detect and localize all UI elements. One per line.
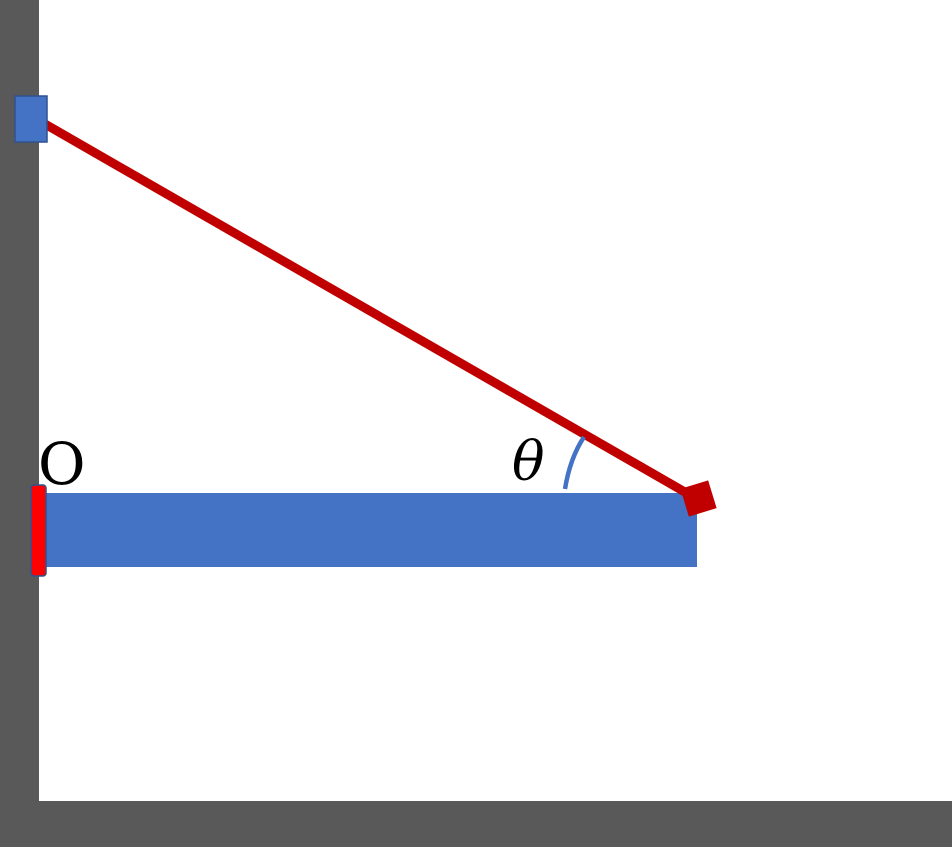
support-cable	[35, 116, 700, 503]
floor	[0, 801, 952, 847]
wall-anchor-block	[14, 95, 48, 143]
beam-cable-attachment	[680, 480, 717, 517]
origin-label: O	[38, 430, 86, 498]
angle-label: θ	[512, 430, 545, 493]
horizontal-beam	[40, 493, 697, 567]
angle-arc	[562, 435, 586, 490]
hinge-pivot	[30, 484, 47, 577]
